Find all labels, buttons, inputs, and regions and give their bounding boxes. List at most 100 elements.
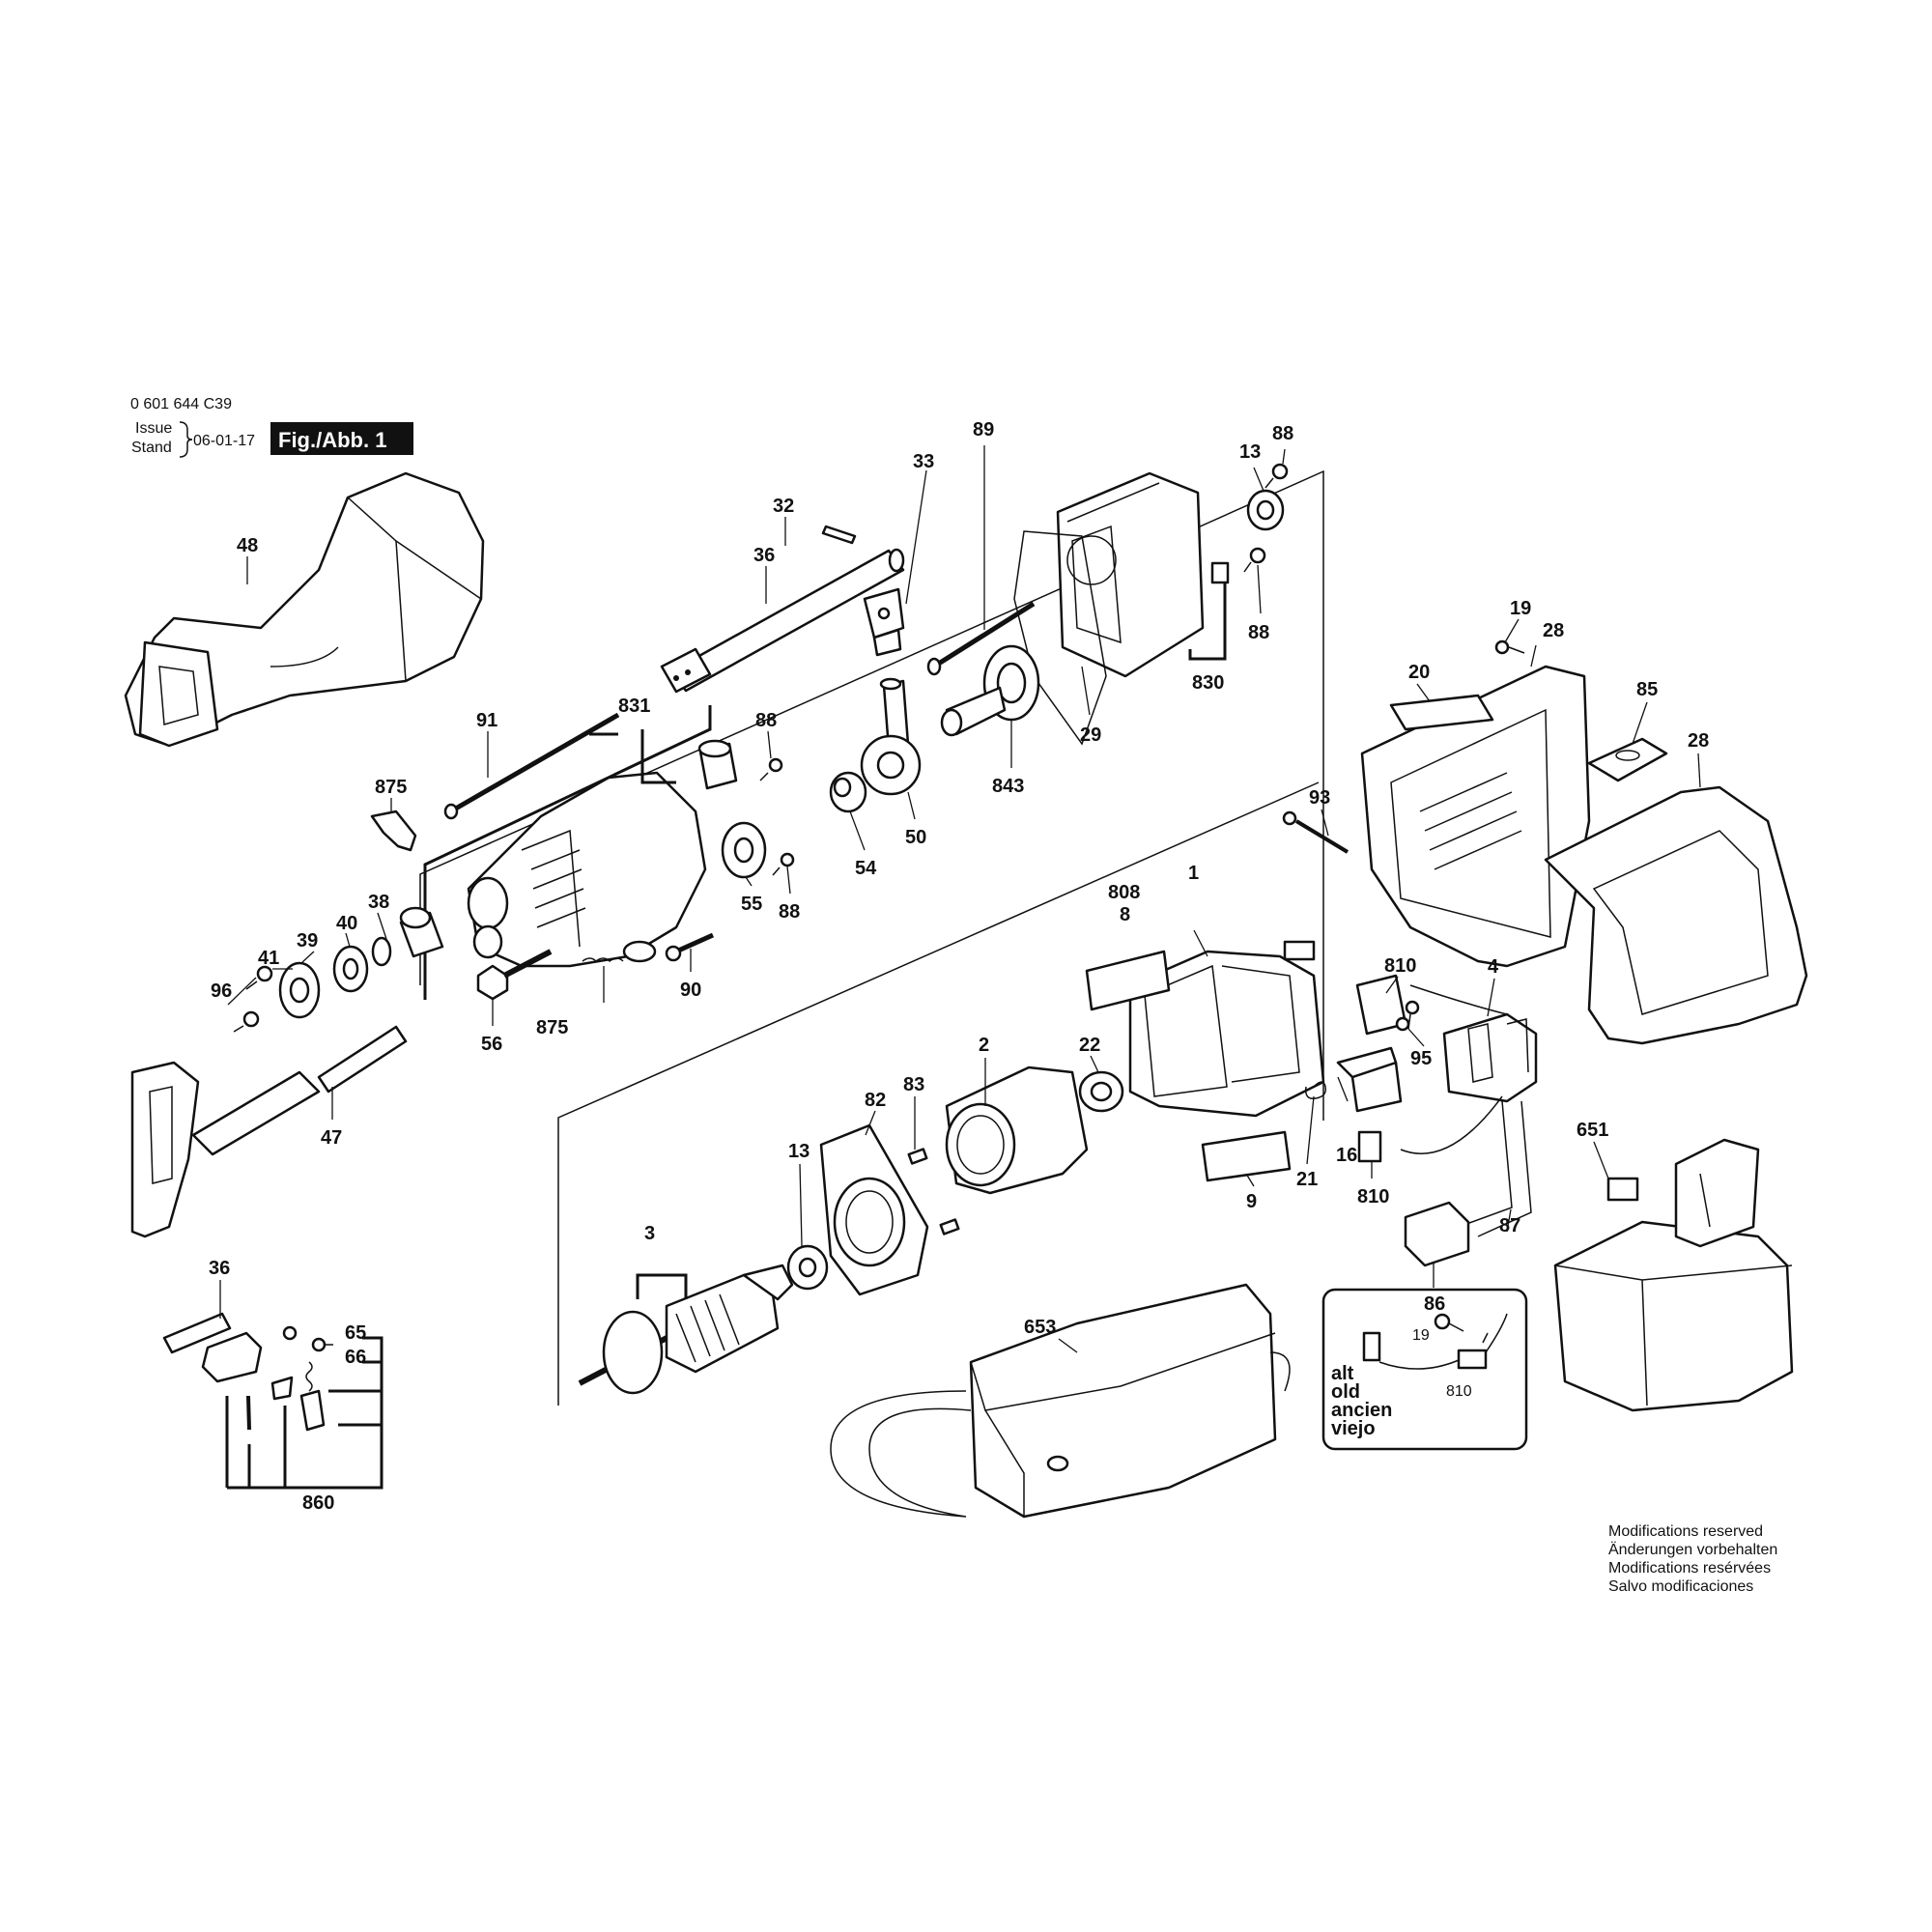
footer-notes: Modifications reserved Änderungen vorbeh… bbox=[1608, 1523, 1777, 1595]
callout-50: 50 bbox=[905, 827, 926, 848]
part-number: 0 601 644 C39 bbox=[130, 396, 232, 412]
callout-29: 29 bbox=[1080, 724, 1101, 746]
callout-88-mid2: 88 bbox=[779, 901, 800, 923]
inset-old-label-4: viejo bbox=[1331, 1418, 1376, 1439]
part-48-blade-guard bbox=[124, 471, 485, 748]
bracket-830 bbox=[1188, 582, 1227, 661]
part-82-brush-plate bbox=[819, 1123, 929, 1296]
callout-28-right: 28 bbox=[1688, 730, 1709, 752]
part-810-brush-bottom bbox=[1357, 1130, 1382, 1163]
callout-13-top: 13 bbox=[1239, 441, 1261, 463]
callout-831: 831 bbox=[618, 696, 650, 717]
bracket-831-mid bbox=[640, 729, 676, 784]
inset-old-version: 19 810 alt old ancien viejo bbox=[1321, 1288, 1528, 1451]
part-85-switch-cap bbox=[1587, 737, 1668, 782]
part-13-bearing-top bbox=[1246, 489, 1285, 531]
part-28-housing-right bbox=[1544, 785, 1808, 1045]
callout-95: 95 bbox=[1410, 1048, 1432, 1069]
callout-653: 653 bbox=[1024, 1317, 1056, 1338]
part-2-stator bbox=[945, 1065, 1089, 1195]
part-55-ball-bearing bbox=[721, 821, 767, 879]
callout-28-top: 28 bbox=[1543, 620, 1564, 641]
callout-88-top2: 88 bbox=[1248, 622, 1269, 643]
callout-88-top1: 88 bbox=[1272, 423, 1293, 444]
callout-96: 96 bbox=[211, 980, 232, 1002]
part-651-battery-pack bbox=[1553, 1138, 1794, 1412]
part-843-gear-shaft bbox=[940, 644, 1040, 737]
callout-19: 19 bbox=[1510, 598, 1531, 619]
part-83-pins bbox=[907, 1148, 960, 1236]
callout-9: 9 bbox=[1246, 1191, 1257, 1212]
callout-36-top: 36 bbox=[753, 545, 775, 566]
callout-38: 38 bbox=[368, 892, 389, 913]
part-831-gear-case bbox=[467, 771, 707, 968]
part-28-housing-left bbox=[1360, 665, 1591, 968]
callout-82: 82 bbox=[865, 1090, 886, 1111]
callout-810-bottom: 810 bbox=[1357, 1186, 1389, 1208]
callout-66: 66 bbox=[345, 1347, 366, 1368]
callout-13-bottom: 13 bbox=[788, 1141, 810, 1162]
callout-875-bottom: 875 bbox=[536, 1017, 568, 1038]
callout-8: 8 bbox=[1120, 904, 1130, 925]
callout-40: 40 bbox=[336, 913, 357, 934]
callout-39: 39 bbox=[297, 930, 318, 952]
callout-1: 1 bbox=[1188, 863, 1199, 884]
part-29-gear-housing bbox=[1013, 471, 1205, 746]
part-96-screws bbox=[233, 965, 273, 1033]
callout-48: 48 bbox=[237, 535, 258, 556]
footer-note-de: Änderungen vorbehalten bbox=[1608, 1541, 1777, 1558]
part-875-spring-knob bbox=[582, 940, 657, 963]
issue-label: Issue bbox=[135, 420, 172, 437]
part-90-screw bbox=[665, 932, 715, 962]
part-808-label bbox=[1085, 950, 1171, 1011]
leader-lines bbox=[219, 445, 1701, 1353]
bracket-860 bbox=[225, 1336, 384, 1490]
part-20-label bbox=[1389, 694, 1494, 731]
callout-85: 85 bbox=[1636, 679, 1658, 700]
callout-47: 47 bbox=[321, 1127, 342, 1149]
inset-screw-label: 19 bbox=[1412, 1327, 1430, 1344]
part-831-sleeve bbox=[697, 739, 738, 790]
document-header: 0 601 644 C39 Issue Stand 06-01-17 Fig./… bbox=[130, 396, 413, 458]
callout-22: 22 bbox=[1079, 1035, 1100, 1056]
part-86-terminal bbox=[1404, 1201, 1470, 1267]
callout-4: 4 bbox=[1488, 956, 1499, 978]
callout-90: 90 bbox=[680, 980, 701, 1001]
figure-label: Fig./Abb. 1 bbox=[278, 428, 386, 452]
part-21-spring bbox=[1304, 1081, 1327, 1099]
callout-56: 56 bbox=[481, 1034, 502, 1055]
bracket-3 bbox=[636, 1273, 688, 1299]
callout-830: 830 bbox=[1192, 672, 1224, 694]
callout-810-top: 810 bbox=[1384, 955, 1416, 977]
part-50-wobble-bearing bbox=[860, 677, 922, 796]
part-13-bearing-bottom bbox=[786, 1244, 829, 1291]
footer-note-en: Modifications reserved bbox=[1608, 1523, 1763, 1540]
callout-36-bottom: 36 bbox=[209, 1258, 230, 1279]
callout-875-top: 875 bbox=[375, 777, 407, 798]
part-91-long-screw bbox=[443, 712, 620, 820]
part-33-clamp bbox=[863, 587, 905, 657]
part-36-plunger-shaft bbox=[660, 525, 905, 694]
part-19-screw-top bbox=[1494, 639, 1525, 655]
stand-label: Stand bbox=[131, 440, 172, 456]
part-56-bolt bbox=[476, 949, 553, 1001]
callout-808: 808 bbox=[1108, 882, 1140, 903]
callout-86: 86 bbox=[1424, 1293, 1445, 1315]
callout-65: 65 bbox=[345, 1322, 366, 1344]
callout-20: 20 bbox=[1408, 662, 1430, 683]
part-95-screws bbox=[1395, 1000, 1420, 1032]
callout-21: 21 bbox=[1296, 1169, 1318, 1190]
issue-date: 06-01-17 bbox=[193, 433, 255, 449]
part-9-label bbox=[1201, 1130, 1292, 1182]
part-16-brush-holder bbox=[1336, 1046, 1403, 1113]
part-875-lever-clip bbox=[370, 810, 417, 852]
callout-651: 651 bbox=[1577, 1120, 1608, 1141]
callout-54: 54 bbox=[855, 858, 877, 879]
callout-32: 32 bbox=[773, 496, 794, 517]
inset-old-label-2: old bbox=[1331, 1381, 1360, 1403]
part-88-screws-mid bbox=[759, 757, 795, 876]
callout-2: 2 bbox=[979, 1035, 989, 1056]
callout-93: 93 bbox=[1309, 787, 1330, 809]
callout-33: 33 bbox=[913, 451, 934, 472]
callout-89: 89 bbox=[973, 419, 994, 440]
